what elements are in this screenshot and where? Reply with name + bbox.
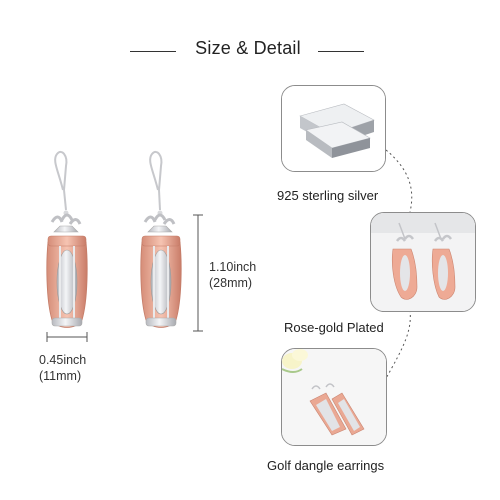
width-dimension: 0.45inch (11mm) — [39, 352, 86, 384]
rose-gold-thumbnail — [370, 212, 476, 312]
earrings-closeup-icon — [371, 213, 475, 311]
height-marker — [193, 214, 203, 332]
height-dimension: 1.10inch (28mm) — [209, 259, 256, 291]
height-mm: (28mm) — [209, 276, 253, 290]
silver-bars-icon — [282, 86, 385, 171]
section-header: Size & Detail — [0, 34, 500, 64]
width-marker — [46, 332, 88, 342]
silver-bars-thumbnail — [281, 85, 386, 172]
caption-rose-gold: Rose-gold Plated — [284, 320, 384, 335]
earring-left — [46, 150, 88, 328]
width-mm: (11mm) — [39, 369, 82, 383]
page-title: Size & Detail — [195, 38, 301, 58]
header-divider-left — [130, 51, 176, 52]
earring-right — [140, 150, 182, 328]
width-inch: 0.45inch — [39, 353, 87, 367]
dangle-earrings-thumbnail — [281, 348, 387, 446]
height-inch: 1.10inch — [209, 260, 257, 274]
caption-sterling-silver: 925 sterling silver — [277, 188, 379, 203]
earrings-on-flowers-icon — [282, 349, 386, 445]
caption-dangle-earrings: Golf dangle earrings — [267, 458, 385, 473]
header-divider-right — [318, 51, 364, 52]
